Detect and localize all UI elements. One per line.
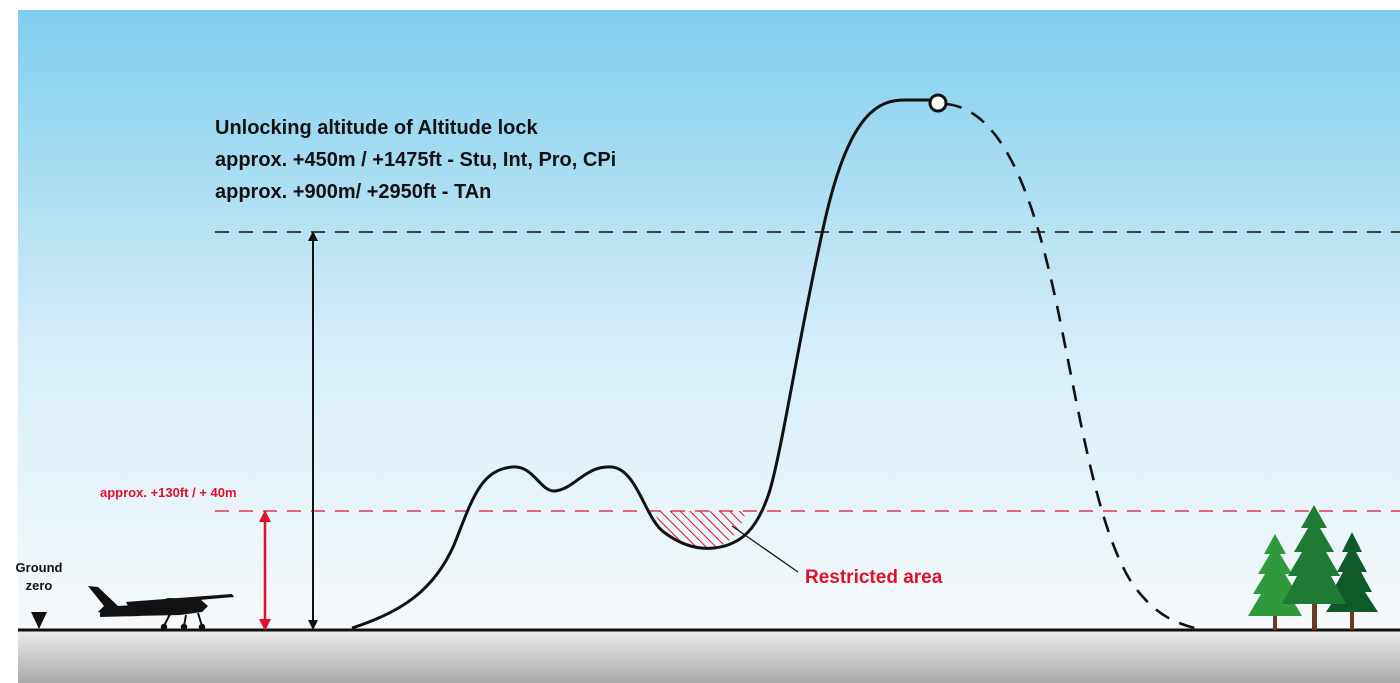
flight-path	[351, 98, 930, 630]
unlock-line-1: approx. +450m / +1475ft - Stu, Int, Pro,…	[215, 149, 616, 171]
ground	[18, 630, 1400, 683]
low-threshold-label: approx. +130ft / + 40m	[100, 485, 237, 500]
pine-trees-icon	[1248, 505, 1378, 630]
unlock-title: Unlocking altitude of Altitude lock	[215, 117, 538, 139]
unlock-line-2: approx. +900m/ +2950ft - TAn	[215, 181, 491, 203]
apex-circle-icon	[928, 93, 948, 113]
restricted-label: Restricted area	[805, 567, 943, 588]
airplane-icon	[88, 586, 234, 631]
ground-label-line-2: zero	[26, 578, 53, 593]
descent-path	[945, 102, 1196, 630]
ground-label-line-1: Ground	[16, 560, 63, 575]
triangle-down-icon	[31, 612, 47, 629]
restricted-pointer-line	[731, 525, 799, 573]
